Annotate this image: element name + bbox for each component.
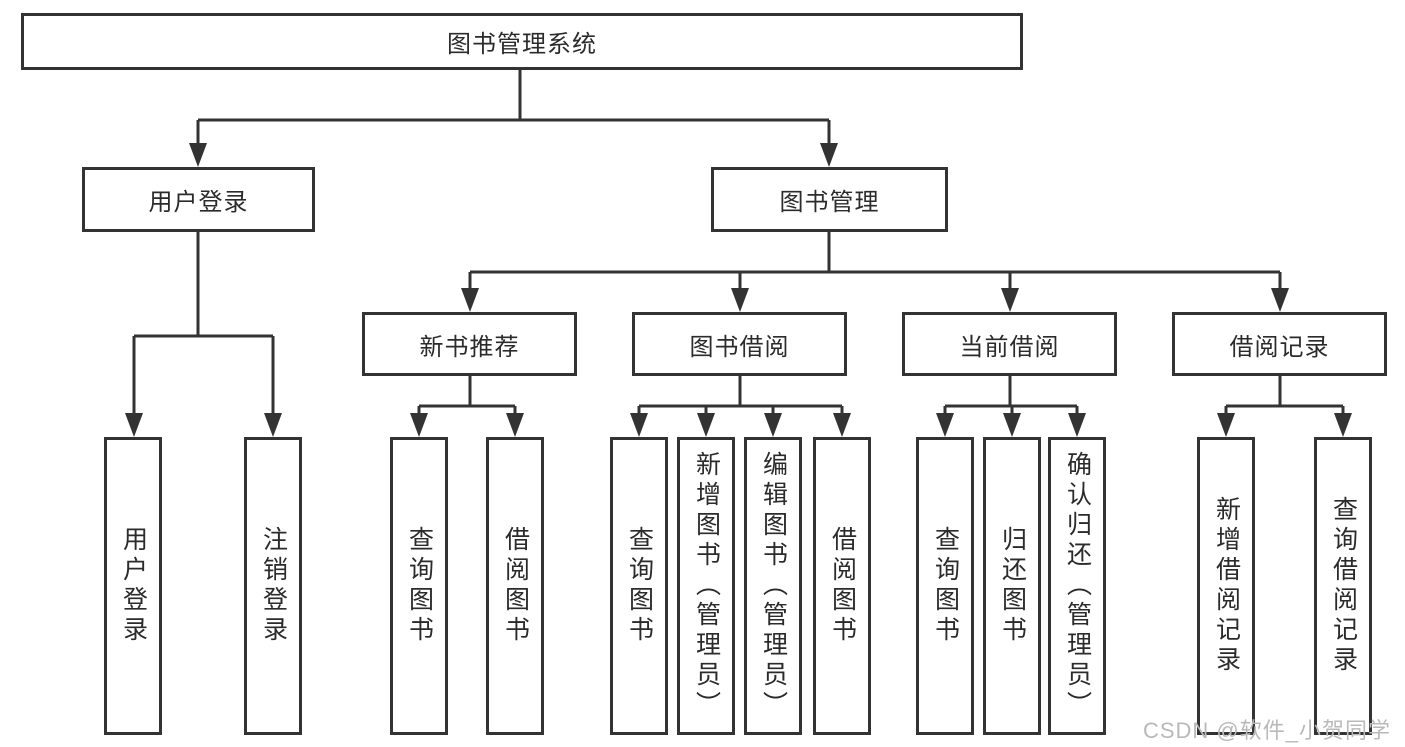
arrow-g3-4 bbox=[833, 413, 851, 437]
leaf-confirm-return-admin: 确认归还（管理员） bbox=[1048, 437, 1106, 735]
arrow-g3-3 bbox=[764, 413, 782, 437]
arrow-to-user-login bbox=[189, 143, 207, 167]
arrow-to-recommend bbox=[461, 288, 479, 312]
leaf-logout: 注销登录 bbox=[244, 437, 302, 735]
node-borrowing-records: 借阅记录 bbox=[1172, 312, 1387, 376]
arrow-g2-2 bbox=[506, 413, 524, 437]
node-user-login-label: 用户登录 bbox=[148, 189, 249, 216]
arrow-to-current bbox=[1001, 288, 1019, 312]
node-new-book-recommendation-label: 新书推荐 bbox=[419, 333, 520, 361]
arrow-g2-1 bbox=[410, 413, 428, 437]
leaf-query-books-borrowing: 查询图书 bbox=[610, 437, 668, 735]
arrow-g4-1 bbox=[936, 413, 954, 437]
leaf-query-borrow-record-label: 查询借阅记录 bbox=[1329, 496, 1358, 676]
leaf-query-books-current: 查询图书 bbox=[916, 437, 974, 735]
node-root: 图书管理系统 bbox=[21, 13, 1023, 70]
node-user-login: 用户登录 bbox=[82, 167, 315, 232]
leaf-logout-label: 注销登录 bbox=[259, 526, 288, 646]
connector-root-to-level2 bbox=[196, 68, 831, 144]
leaf-confirm-return-admin-label: 确认归还（管理员） bbox=[1063, 451, 1092, 721]
arrow-to-records bbox=[1271, 288, 1289, 312]
leaf-add-borrow-record-label: 新增借阅记录 bbox=[1212, 496, 1241, 676]
arrow-to-book-management bbox=[820, 143, 838, 167]
leaf-add-book-admin: 新增图书（管理员） bbox=[677, 437, 735, 735]
arrow-to-borrowing bbox=[731, 288, 749, 312]
connector-book-management-branch bbox=[468, 232, 1282, 289]
connector-current-branch bbox=[943, 376, 1079, 414]
leaf-user-login-label: 用户登录 bbox=[119, 526, 148, 646]
connector-user-login-branch bbox=[132, 232, 275, 414]
arrow-to-leaf-logout bbox=[264, 413, 282, 437]
node-book-management-label: 图书管理 bbox=[779, 189, 880, 216]
leaf-borrow-books-recommend: 借阅图书 bbox=[486, 437, 544, 735]
arrow-g4-3 bbox=[1068, 413, 1086, 437]
leaf-edit-book-admin: 编辑图书（管理员） bbox=[744, 437, 802, 735]
arrow-g5-1 bbox=[1217, 413, 1235, 437]
leaf-query-books-recommend-label: 查询图书 bbox=[405, 526, 434, 646]
leaf-add-borrow-record: 新增借阅记录 bbox=[1197, 437, 1255, 735]
arrow-to-leaf-user-login bbox=[125, 413, 143, 437]
leaf-borrow-books-recommend-label: 借阅图书 bbox=[501, 526, 530, 646]
leaf-borrow-books-borrowing: 借阅图书 bbox=[813, 437, 871, 735]
leaf-query-books-current-label: 查询图书 bbox=[931, 526, 960, 646]
leaf-query-books-borrowing-label: 查询图书 bbox=[625, 526, 654, 646]
arrow-g5-2 bbox=[1334, 413, 1352, 437]
leaf-user-login: 用户登录 bbox=[104, 437, 162, 735]
leaf-edit-book-admin-label: 编辑图书（管理员） bbox=[759, 451, 788, 721]
node-book-management: 图书管理 bbox=[711, 167, 948, 232]
csdn-watermark: CSDN @软件_小贺同学 bbox=[1142, 718, 1391, 743]
arrowheads bbox=[125, 143, 1352, 437]
node-book-borrowing: 图书借阅 bbox=[632, 312, 847, 376]
leaf-return-book-label: 归还图书 bbox=[998, 526, 1027, 646]
arrow-g3-2 bbox=[697, 413, 715, 437]
leaf-query-borrow-record: 查询借阅记录 bbox=[1314, 437, 1372, 735]
leaf-query-books-recommend: 查询图书 bbox=[390, 437, 448, 735]
connector-borrowing-branch bbox=[637, 376, 844, 414]
node-root-label: 图书管理系统 bbox=[447, 31, 597, 58]
arrow-g4-2 bbox=[1003, 413, 1021, 437]
node-borrowing-records-label: 借阅记录 bbox=[1229, 333, 1330, 361]
arrow-g3-1 bbox=[630, 413, 648, 437]
node-new-book-recommendation: 新书推荐 bbox=[362, 312, 577, 376]
node-current-borrowing-label: 当前借阅 bbox=[959, 333, 1060, 361]
connector-recommend-branch bbox=[417, 376, 517, 414]
node-current-borrowing: 当前借阅 bbox=[902, 312, 1117, 376]
leaf-borrow-books-borrowing-label: 借阅图书 bbox=[828, 526, 857, 646]
node-book-borrowing-label: 图书借阅 bbox=[689, 333, 790, 361]
leaf-add-book-admin-label: 新增图书（管理员） bbox=[692, 451, 721, 721]
connector-records-branch bbox=[1224, 376, 1345, 414]
leaf-return-book: 归还图书 bbox=[983, 437, 1041, 735]
